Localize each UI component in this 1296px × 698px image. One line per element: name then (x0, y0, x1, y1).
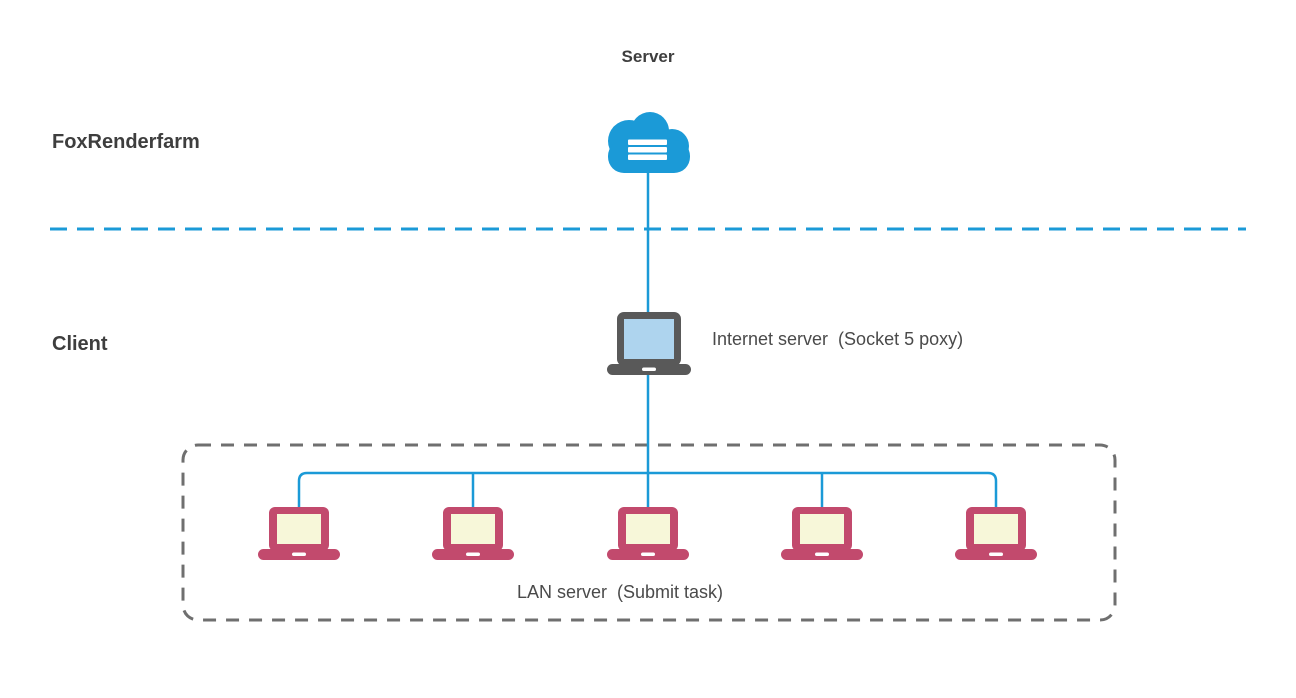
lan-laptop-icon (258, 507, 340, 560)
cloud-server-icon (608, 112, 690, 173)
lan-laptop-icon (432, 507, 514, 560)
internet-server-label: Internet server (Socket 5 poxy) (712, 329, 964, 349)
internet-server-laptop-icon (607, 312, 691, 375)
lan-laptop-icon (781, 507, 863, 560)
lan-group-dashed-box (181, 443, 1117, 622)
lan-laptop-icon (955, 507, 1037, 560)
lan-server-label: LAN server (Submit task) (517, 582, 724, 602)
connector-bus-line (297, 471, 998, 507)
server-node-label: Server (621, 47, 675, 66)
foxrenderfarm-zone-label: FoxRenderfarm (52, 131, 200, 153)
lan-laptop-icon (607, 507, 689, 560)
client-zone-label: Client (52, 333, 108, 355)
